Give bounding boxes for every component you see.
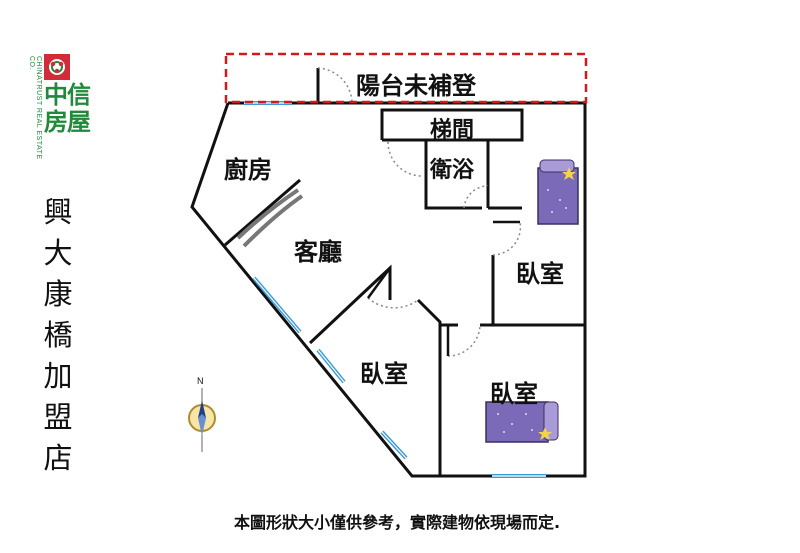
- stairs-wall: [380, 108, 524, 142]
- compass-rose-icon: [188, 388, 216, 452]
- bed-right: [537, 159, 579, 225]
- label-living-room: 客廳: [294, 238, 342, 266]
- store-name-char: 店: [43, 441, 73, 475]
- bathroom-door-arc: [463, 185, 489, 209]
- bathroom-wall: [424, 140, 482, 210]
- label-kitchen: 廚房: [224, 156, 272, 184]
- label-bedroom-middle: 臥室: [360, 360, 408, 388]
- bedroom-middle-door-arc: [367, 297, 419, 309]
- store-name-char: 加: [43, 359, 73, 393]
- compass: N: [180, 376, 224, 456]
- balcony-border: [224, 52, 588, 104]
- balcony-door-arc: [317, 67, 353, 103]
- stairs-door-arc: [387, 141, 423, 177]
- kitchen-living-wall: [224, 178, 301, 247]
- label-bedroom-right: 臥室: [516, 260, 564, 288]
- label-bedroom-bottom: 臥室: [490, 380, 538, 408]
- chinatrust-logo-icon: [44, 54, 70, 80]
- store-name: 興 大 康 橋 加 盟 店: [36, 192, 80, 479]
- bedroom-bottom-door-arc: [447, 324, 481, 357]
- star-icon: [562, 167, 576, 180]
- bedroom-middle-wall: [308, 264, 392, 345]
- company-logo: CHINATRUST REAL ESTATE CO. 中信 房屋: [28, 52, 108, 172]
- bed-right-pillow: [539, 159, 575, 173]
- disclaimer-note: 本圖形狀大小僅供參考，實際建物依現場而定.: [234, 513, 561, 532]
- bed-bottom-pillow: [543, 401, 559, 441]
- store-name-char: 橋: [43, 318, 73, 352]
- store-name-char: 盟: [43, 400, 73, 434]
- store-name-char: 興: [43, 195, 73, 229]
- store-name-char: 大: [43, 236, 73, 270]
- living-sketch: [236, 188, 304, 248]
- bedroom-middle-right: [416, 298, 442, 476]
- door-arcs: [317, 67, 522, 357]
- logo-line-1: 中信: [44, 81, 91, 109]
- bedroom-right-door-arc: [492, 221, 522, 256]
- logo-chinese-text: 中信 房屋: [44, 81, 91, 136]
- bed-bottom: [485, 401, 559, 443]
- label-balcony: 陽台未補登: [356, 72, 476, 100]
- bedroom-middle-door: [366, 267, 392, 299]
- store-name-char: 康: [43, 277, 73, 311]
- logo-english-text: CHINATRUST REAL ESTATE CO.: [28, 56, 42, 160]
- logo-line-2: 房屋: [44, 108, 91, 136]
- label-bathroom: 衛浴: [430, 158, 475, 183]
- compass-north-label: N: [197, 376, 204, 386]
- doors: [366, 186, 520, 356]
- bed-dots: [497, 189, 567, 433]
- label-stairs: 梯間: [430, 118, 475, 143]
- star-icon: [538, 427, 552, 440]
